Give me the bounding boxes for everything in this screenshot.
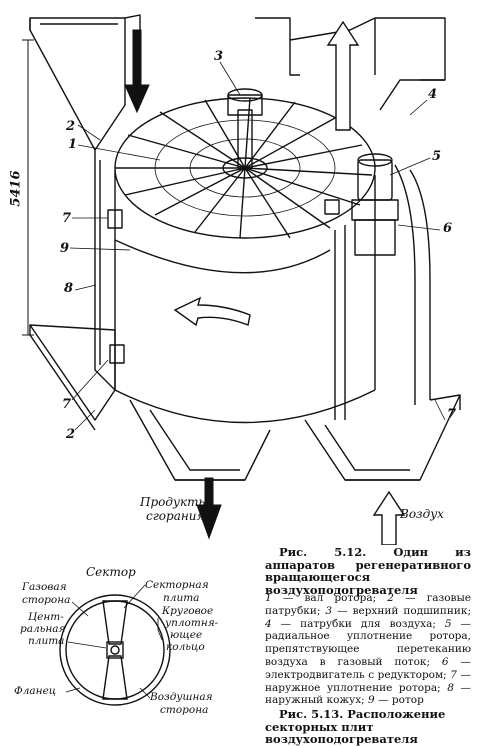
- legend-item-8: наружный кожух;: [265, 694, 365, 707]
- caption-number: Рис. 5.13.: [279, 707, 344, 721]
- label-9: 9: [60, 241, 70, 256]
- regenerative-air-heater-drawing: [22, 14, 461, 545]
- legend-item-1: вал ротора;: [304, 592, 377, 604]
- label-air-side-2: сторона: [160, 704, 209, 716]
- label-8: 8: [64, 281, 74, 296]
- figure-5-12-caption: Рис. 5.12. Один из аппаратов регенератив…: [265, 546, 471, 597]
- figure-5-13-caption: Рис. 5.13. Расположение секторных плит в…: [265, 708, 471, 746]
- label-2-bottom: 2: [66, 427, 76, 442]
- label-air-side-1: Воздушная: [150, 691, 213, 703]
- figure-5-12-legend: 1 — вал ротора; 2 — газовые патрубки; 3 …: [265, 592, 472, 707]
- caption-number: Рис. 5.12.: [279, 545, 367, 559]
- legend-item-3: верхний подшипник;: [352, 604, 471, 617]
- legend-item-2: газовые патрубки;: [265, 592, 472, 617]
- label-sector: Сектор: [86, 565, 136, 579]
- label-ring-3: ющее: [170, 629, 203, 641]
- label-7-right: 7: [447, 407, 457, 422]
- label-ring-4: кольцо: [166, 641, 205, 653]
- label-central-plate-2: ральная: [20, 623, 66, 635]
- label-3: 3: [214, 49, 224, 64]
- label-ring-2: уплотня-: [165, 617, 219, 629]
- label-7-lower: 7: [62, 397, 72, 412]
- label-gas-side-2: сторона: [22, 594, 71, 606]
- legend-item-7: наружное уплотнение ротора;: [265, 681, 441, 694]
- label-central-plate-1: Цент-: [28, 611, 64, 623]
- label-sector-plate-1: Секторная: [145, 579, 209, 591]
- label-sector-plate-2: плита: [163, 592, 200, 604]
- legend-item-9: ротор: [391, 694, 424, 707]
- label-products-line2: сгорания: [146, 509, 205, 523]
- label-height: 5416: [8, 170, 24, 207]
- label-1: 1: [68, 137, 78, 152]
- label-6: 6: [443, 221, 453, 236]
- label-ring-1: Круговое: [162, 605, 214, 617]
- label-2-top: 2: [66, 119, 76, 134]
- legend-item-4: патрубки для воздуха;: [300, 617, 436, 630]
- label-air: Воздух: [400, 507, 444, 521]
- label-gas-side-1: Газовая: [22, 581, 67, 593]
- sector-plates-diagram: [59, 584, 171, 706]
- label-products-line1: Продукты: [140, 495, 209, 509]
- legend-item-5: радиальное уплотнение ротора, препятству…: [265, 630, 471, 668]
- label-4: 4: [428, 87, 438, 102]
- label-7-upper: 7: [62, 211, 72, 226]
- caption-text: Один из аппаратов регенеративного вращаю…: [265, 545, 471, 597]
- label-central-plate-3: плита: [28, 635, 65, 647]
- label-flange: Фланец: [14, 685, 57, 697]
- label-5: 5: [432, 149, 442, 164]
- legend-item-6: электродвигатель с редуктором;: [265, 668, 447, 681]
